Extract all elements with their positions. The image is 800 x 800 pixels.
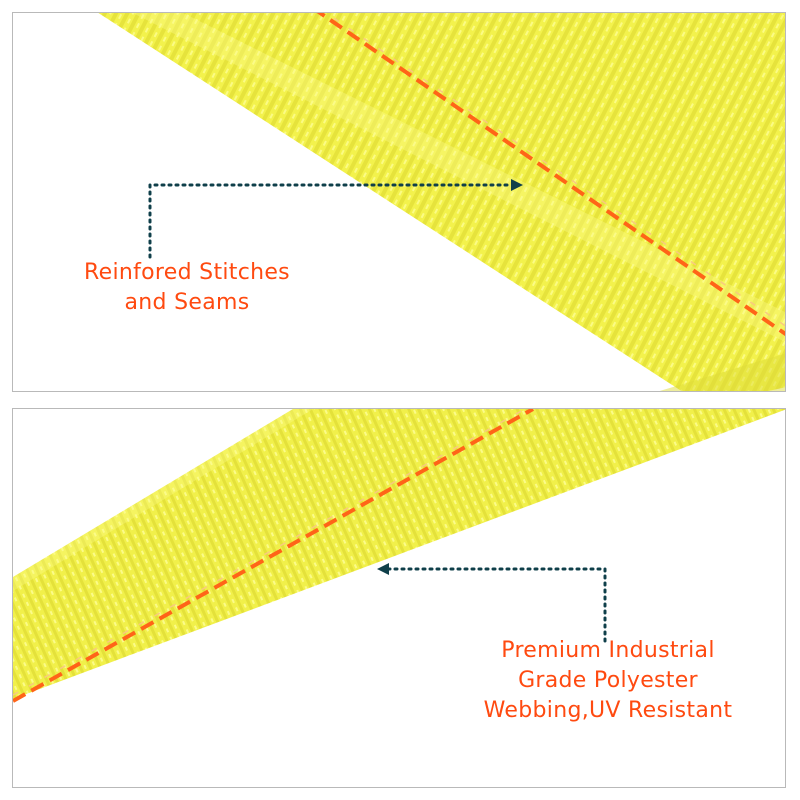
webbing-closeup-top [98, 13, 785, 391]
pointer-arrow [377, 563, 607, 643]
callout-reinforced-stitches: Reinfored Stitches and Seams [0, 258, 374, 318]
callout-line: Webbing,UV Resistant [483, 698, 733, 723]
stitch-line [13, 409, 534, 703]
callout-line: and Seams [124, 290, 250, 315]
stitch-line [316, 13, 785, 337]
strap-body [13, 409, 785, 699]
top-image-panel [12, 12, 786, 392]
pointer-arrow [148, 179, 523, 259]
callout-line: Premium Industrial [501, 638, 715, 663]
strap-body [98, 13, 785, 391]
callout-line: Reinfored Stitches [84, 260, 290, 285]
callout-line: Grade Polyester [518, 668, 698, 693]
bottom-image-panel [12, 408, 786, 788]
callout-premium-webbing: Premium Industrial Grade Polyester Webbi… [420, 636, 796, 726]
webbing-closeup-bottom [13, 409, 785, 703]
